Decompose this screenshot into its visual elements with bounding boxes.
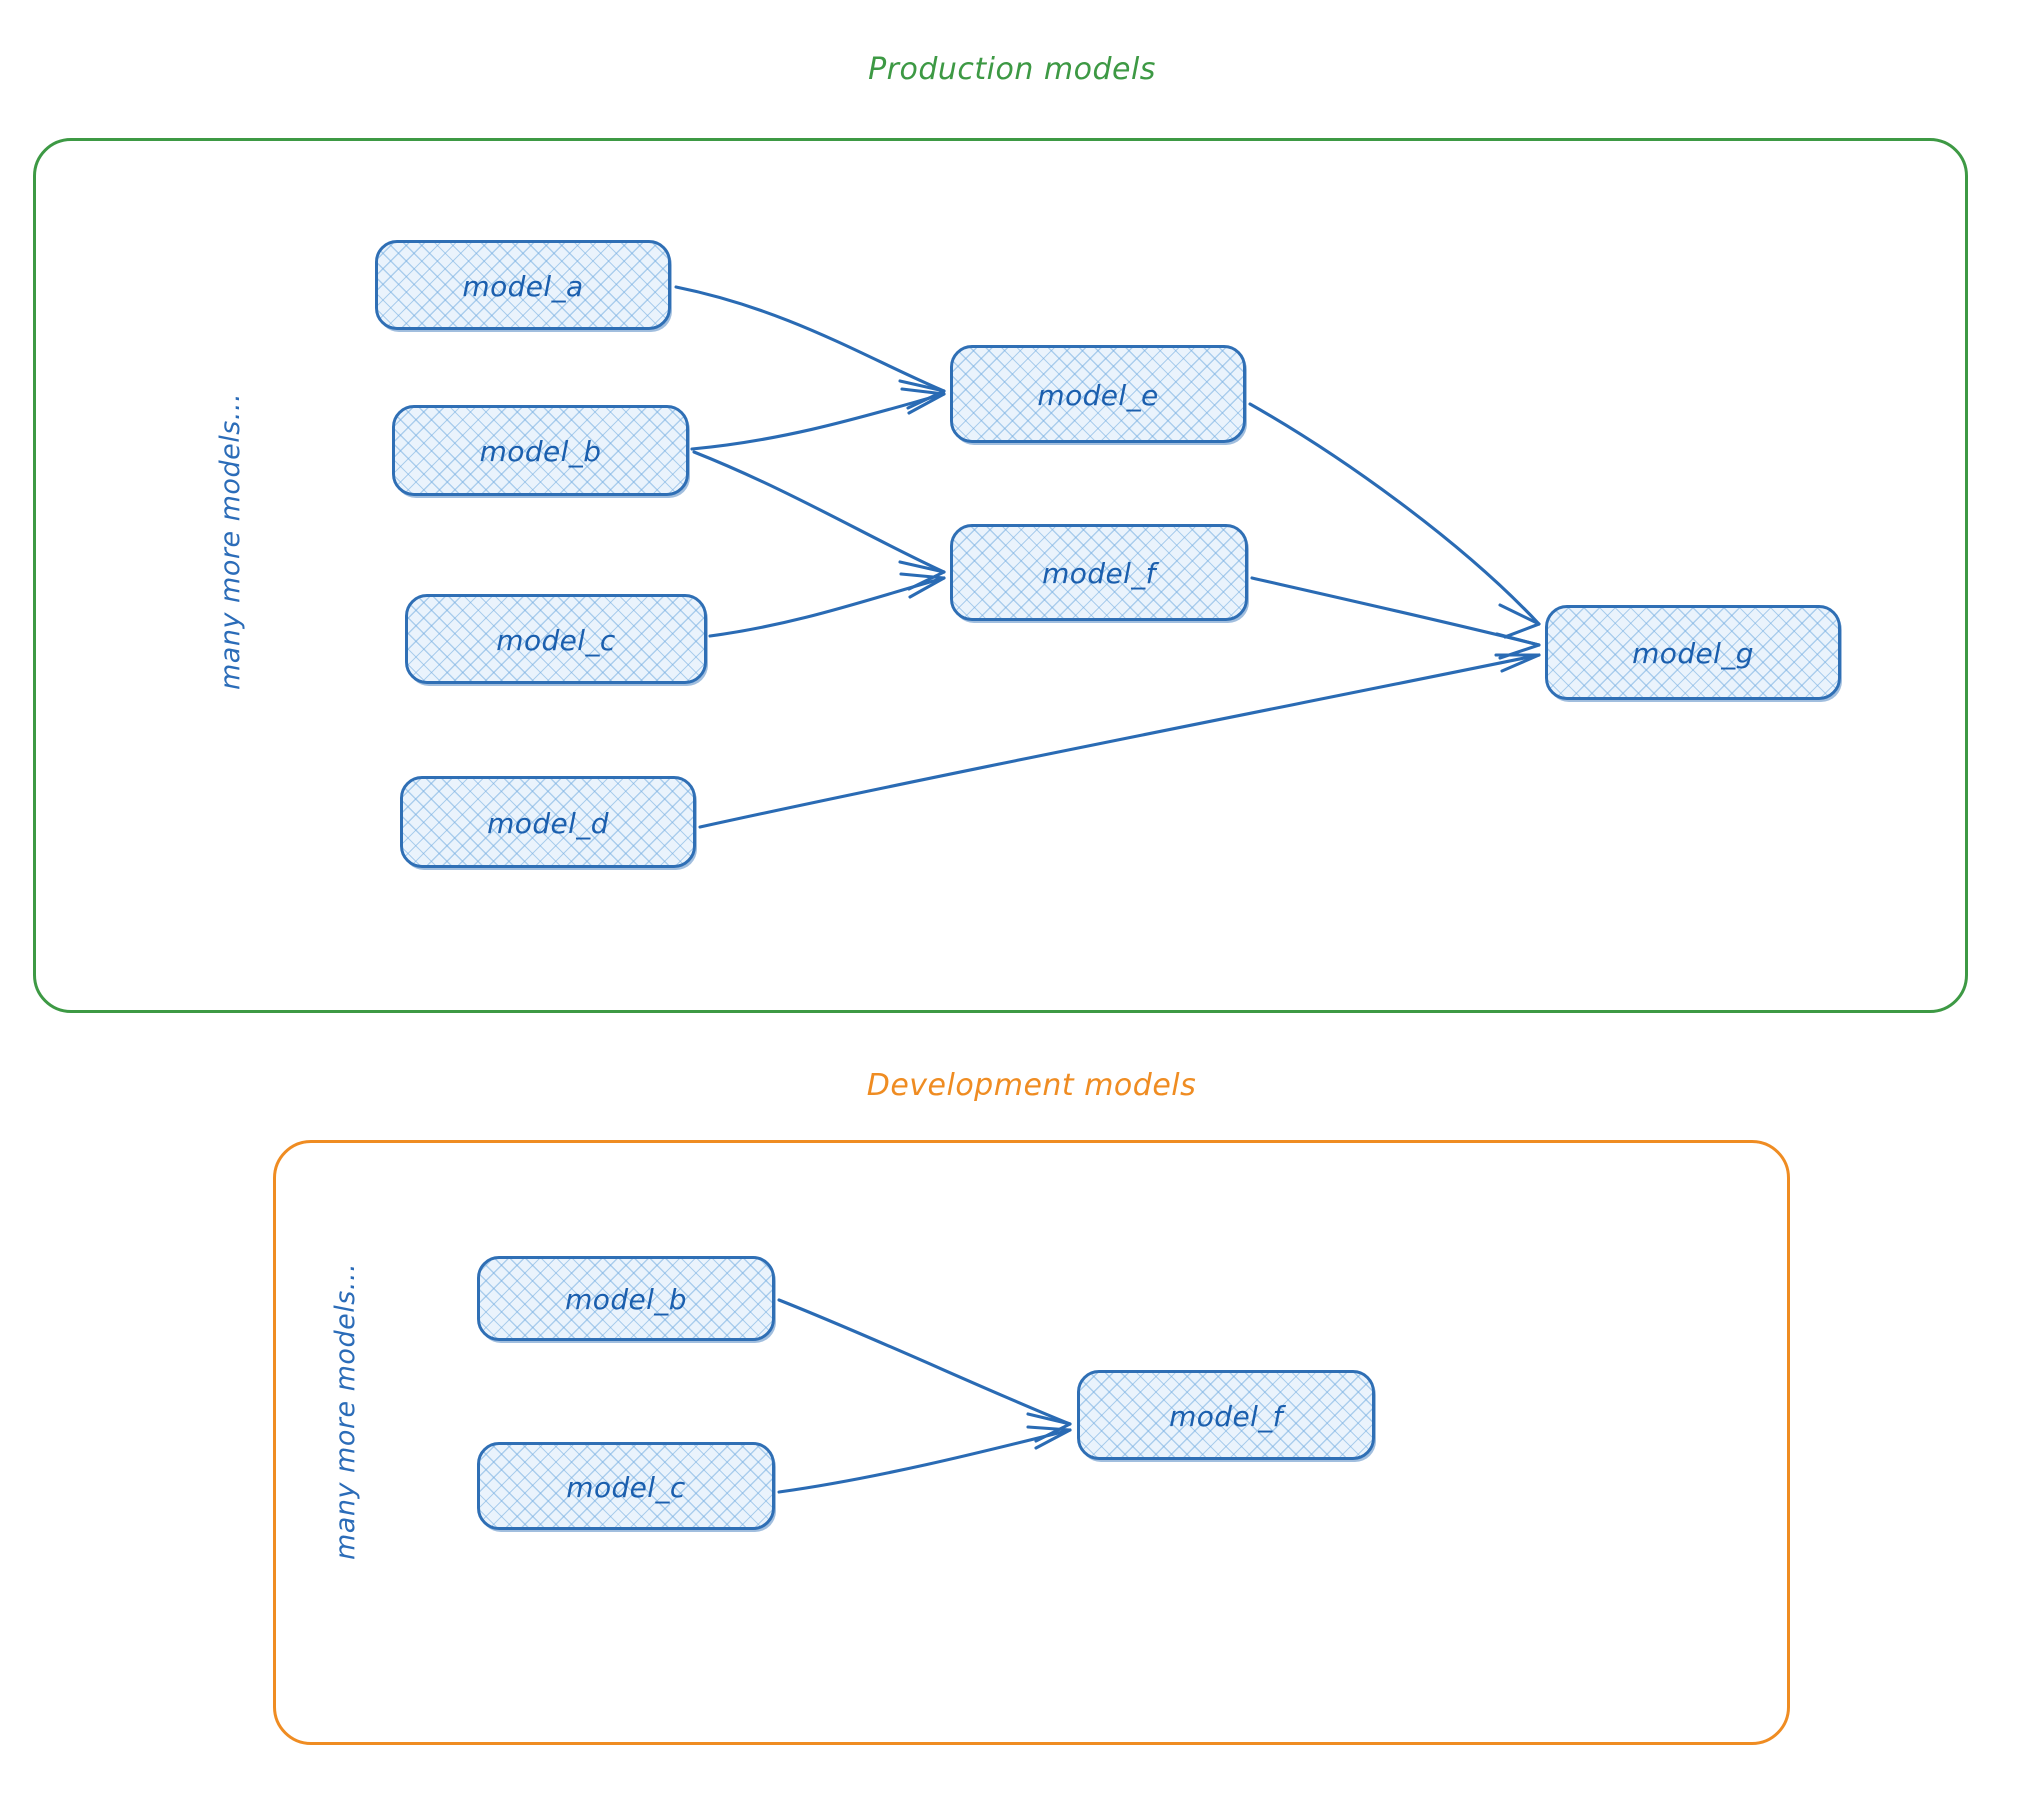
node-prod-model-f[interactable]: model_f: [950, 524, 1248, 621]
development-many-more-models-label: many more models...: [330, 1262, 361, 1560]
node-prod-model-d[interactable]: model_d: [400, 776, 696, 868]
node-label: model_b: [479, 435, 602, 468]
node-label: model_f: [1169, 1399, 1283, 1433]
node-label: model_b: [565, 1283, 687, 1316]
node-label: model_a: [462, 269, 584, 303]
node-dev-model-f[interactable]: model_f: [1077, 1370, 1375, 1460]
production-group-title: Production models: [868, 52, 1156, 87]
development-group-title: Development models: [866, 1068, 1197, 1103]
node-prod-model-c[interactable]: model_c: [405, 594, 707, 684]
node-label: model_c: [566, 1470, 686, 1504]
node-label: model_e: [1037, 378, 1159, 412]
node-prod-model-e[interactable]: model_e: [950, 345, 1246, 443]
node-label: model_c: [496, 623, 616, 657]
node-dev-model-c[interactable]: model_c: [477, 1442, 775, 1530]
node-prod-model-a[interactable]: model_a: [375, 240, 671, 330]
node-prod-model-b[interactable]: model_b: [392, 405, 689, 496]
node-label: model_f: [1042, 557, 1156, 590]
production-group-container: [33, 138, 1968, 1013]
node-dev-model-b[interactable]: model_b: [477, 1256, 775, 1341]
node-label: model_d: [487, 806, 609, 840]
node-label: model_g: [1632, 637, 1754, 670]
development-group-container: [273, 1140, 1790, 1745]
node-prod-model-g[interactable]: model_g: [1545, 605, 1841, 700]
production-many-more-models-label: many more models...: [215, 392, 246, 690]
